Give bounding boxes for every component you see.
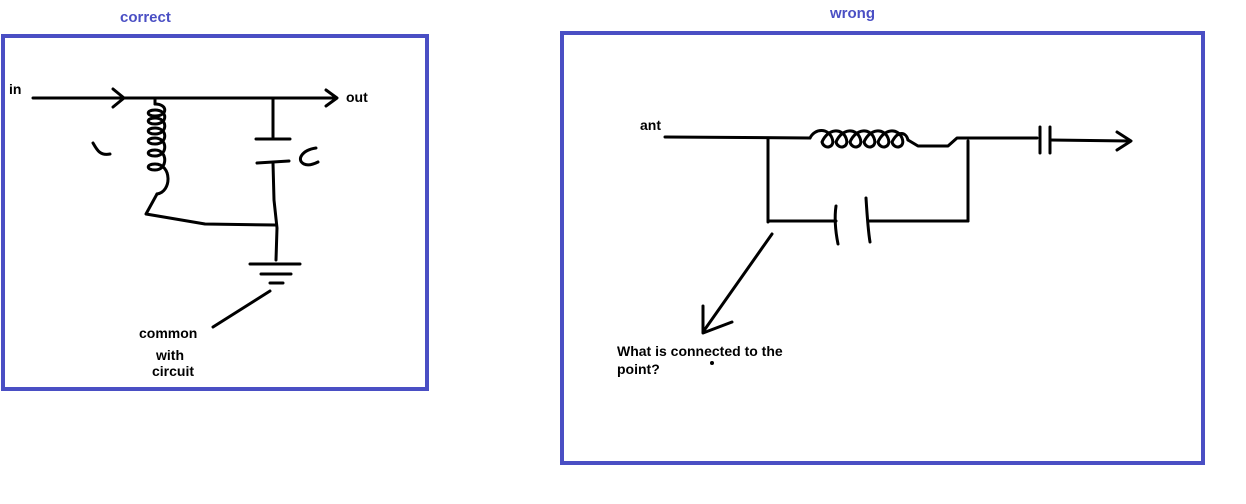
correct-circuit: [31, 87, 339, 329]
stray-dot: [710, 361, 714, 365]
inductor-output-wire: [906, 136, 1039, 148]
output-arrow: [324, 88, 339, 108]
question-text-line1: What is connected to the: [617, 343, 783, 359]
label-common: common: [139, 325, 198, 341]
parallel-capacitor-plate-left: [833, 204, 840, 246]
antenna-line: [663, 135, 812, 140]
wrong-circuit: [663, 125, 1133, 365]
input-arrow: [111, 87, 126, 109]
common-pointer-line: [211, 289, 272, 329]
capacitor-ground-wire: [271, 161, 279, 262]
question-text-line2: point?: [617, 361, 660, 377]
label-circuit: circuit: [152, 363, 195, 379]
question-pointer-line: [701, 232, 774, 334]
label-in: in: [9, 81, 22, 97]
series-inductor-coil: [808, 129, 910, 149]
inductor-return-wire: [144, 192, 277, 227]
output-arrow-wrong: [1115, 130, 1133, 152]
inductor-label-L: [91, 141, 112, 156]
wrong-panel-title: wrong: [830, 5, 875, 22]
correct-panel-frame: [1, 34, 429, 391]
question-pointer-arrowhead: [701, 304, 734, 335]
label-out: out: [346, 89, 368, 105]
label-ant: ant: [640, 117, 661, 133]
inductor-coil: [146, 102, 170, 196]
correct-panel-title: correct: [120, 9, 171, 26]
capacitor-label-C: [299, 146, 320, 167]
output-line: [1048, 138, 1132, 143]
label-with: with: [156, 347, 184, 363]
wrong-panel-frame: [560, 31, 1205, 465]
